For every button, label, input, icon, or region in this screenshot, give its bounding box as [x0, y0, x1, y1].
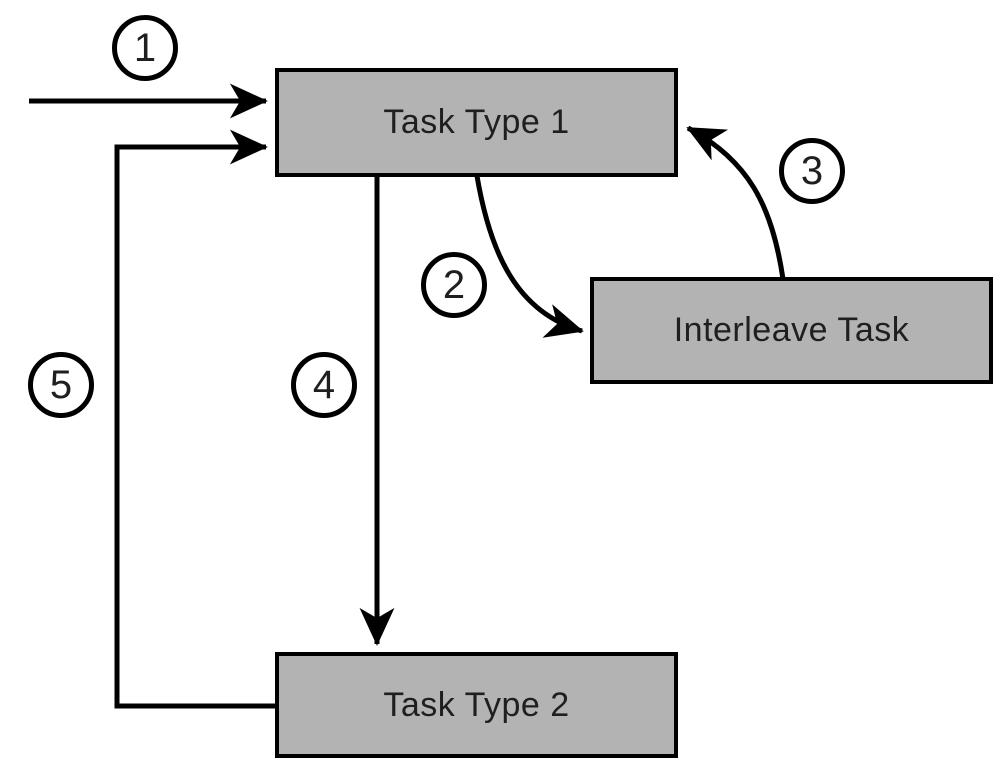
arrow-3-curve — [686, 125, 786, 280]
step-number-5: 5 — [49, 363, 73, 407]
step-badge-4: 4 — [291, 352, 357, 418]
step-number-4: 4 — [312, 363, 336, 407]
node-interleave-task: Interleave Task — [590, 277, 993, 384]
step-number-1: 1 — [133, 26, 157, 70]
step-number-3: 3 — [800, 149, 824, 193]
arrow-5-elbow — [114, 129, 277, 709]
node-task-type-1: Task Type 1 — [275, 68, 678, 177]
node-task-type-1-label: Task Type 1 — [383, 103, 570, 141]
node-task-type-2: Task Type 2 — [275, 652, 678, 758]
node-interleave-task-label: Interleave Task — [673, 311, 910, 349]
step-badge-1: 1 — [112, 15, 178, 81]
arrow-2-curve — [474, 175, 584, 338]
step-badge-5: 5 — [28, 352, 94, 418]
node-task-type-2-label: Task Type 2 — [383, 685, 570, 724]
step-badge-2: 2 — [421, 252, 487, 318]
step-number-2: 2 — [442, 263, 466, 307]
step-badge-3: 3 — [779, 138, 845, 204]
